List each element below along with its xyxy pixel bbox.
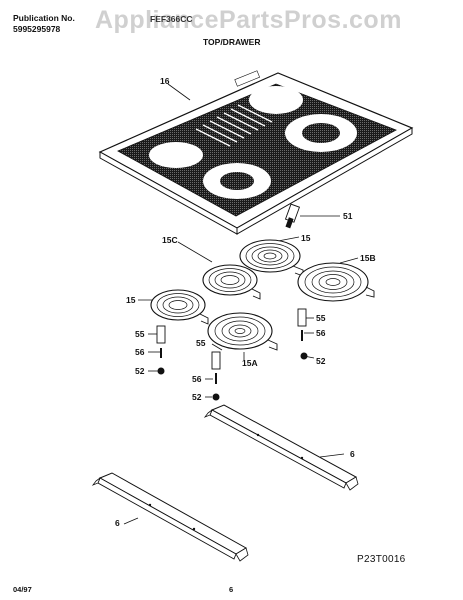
surface-element-15a xyxy=(207,312,278,351)
callout-55-middle: 55 xyxy=(196,338,206,348)
callout-16: 16 xyxy=(160,76,170,86)
callout-55-left: 55 xyxy=(135,329,145,339)
section-title: TOP/DRAWER xyxy=(203,37,261,47)
callout-15-top: 15 xyxy=(301,233,311,243)
publication-label: Publication No. xyxy=(13,13,75,23)
callout-52-left: 52 xyxy=(135,366,145,376)
callout-56-left: 56 xyxy=(135,347,145,357)
watermark: AppliancePartsPros.com xyxy=(95,6,402,34)
callout-55-right: 55 xyxy=(316,313,326,323)
surface-element-15b xyxy=(297,262,375,302)
model-number: FEF366CC xyxy=(150,14,193,24)
receptacle-set-left xyxy=(156,325,166,375)
callout-6-left: 6 xyxy=(115,518,120,528)
callout-51: 51 xyxy=(343,211,353,221)
callout-15b: 15B xyxy=(360,253,376,263)
surface-element-15-left xyxy=(150,289,209,325)
callout-6-right: 6 xyxy=(350,449,355,459)
callout-52-right: 52 xyxy=(316,356,326,366)
receptacle-set-middle xyxy=(211,351,221,401)
element-support-bracket-right xyxy=(203,404,359,491)
callout-52-middle: 52 xyxy=(192,392,202,402)
cooktop-top xyxy=(98,70,414,235)
callout-15a: 15A xyxy=(242,358,258,368)
surface-element-15c xyxy=(202,264,261,300)
callout-56-middle: 56 xyxy=(192,374,202,384)
diagram-code: P23T0016 xyxy=(357,554,406,565)
callout-56-right: 56 xyxy=(316,328,326,338)
callout-15c: 15C xyxy=(162,235,178,245)
page-number: 6 xyxy=(229,585,234,594)
receptacle-set-right xyxy=(297,308,308,360)
callout-15-left: 15 xyxy=(126,295,136,305)
terminal-block-51 xyxy=(284,203,301,229)
surface-element-15-top xyxy=(239,239,304,277)
publication-number: 5995295978 xyxy=(13,24,61,34)
element-support-bracket-left xyxy=(91,472,249,562)
footer-date: 04/97 xyxy=(13,585,32,594)
